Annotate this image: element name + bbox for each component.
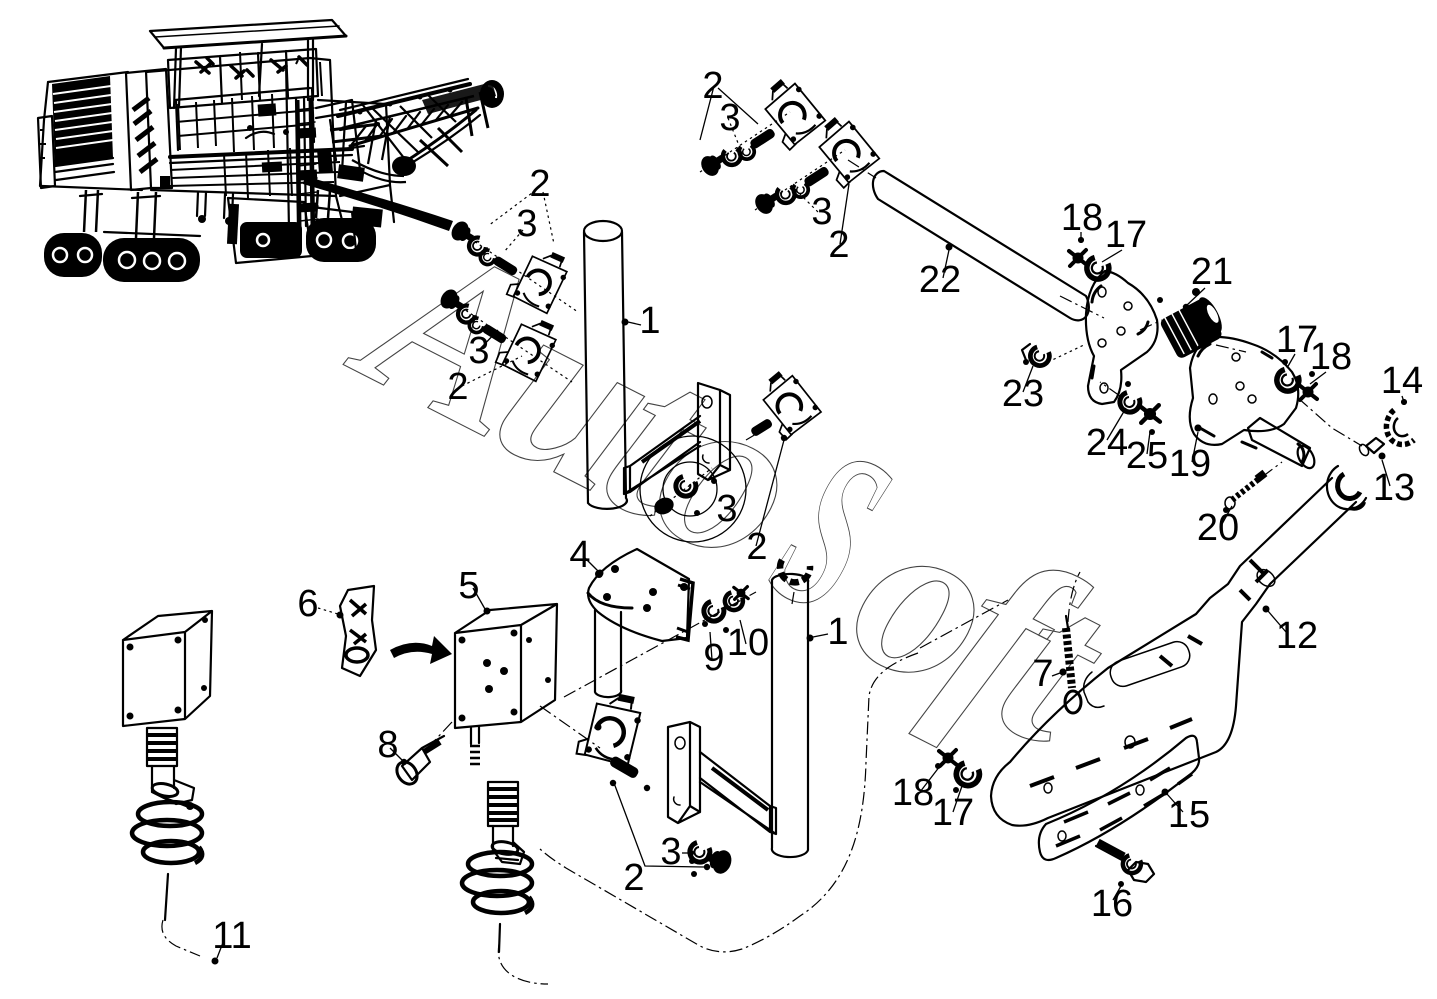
svg-text:24: 24 — [1086, 422, 1128, 464]
svg-text:9: 9 — [703, 637, 724, 679]
svg-text:3: 3 — [660, 831, 681, 873]
svg-text:3: 3 — [468, 330, 489, 372]
svg-text:17: 17 — [932, 792, 974, 834]
svg-text:1: 1 — [827, 611, 848, 653]
svg-text:12: 12 — [1276, 615, 1318, 657]
svg-text:22: 22 — [919, 259, 961, 301]
svg-text:3: 3 — [516, 203, 537, 245]
svg-text:23: 23 — [1002, 373, 1044, 415]
svg-text:2: 2 — [702, 65, 723, 107]
svg-text:2: 2 — [623, 857, 644, 899]
svg-text:1: 1 — [639, 300, 660, 342]
svg-text:18: 18 — [1310, 336, 1352, 378]
svg-text:10: 10 — [727, 622, 769, 664]
svg-text:3: 3 — [719, 97, 740, 139]
svg-text:2: 2 — [529, 163, 550, 205]
svg-text:20: 20 — [1197, 507, 1239, 549]
svg-text:8: 8 — [377, 724, 398, 766]
svg-text:19: 19 — [1169, 443, 1211, 485]
svg-text:11: 11 — [212, 915, 251, 957]
svg-text:15: 15 — [1168, 794, 1210, 836]
svg-text:7: 7 — [1032, 653, 1053, 695]
svg-text:21: 21 — [1191, 251, 1233, 293]
svg-text:13: 13 — [1373, 467, 1415, 509]
svg-text:16: 16 — [1091, 883, 1133, 925]
svg-text:3: 3 — [811, 191, 832, 233]
svg-text:6: 6 — [297, 583, 318, 625]
svg-text:5: 5 — [458, 565, 479, 607]
svg-text:25: 25 — [1126, 435, 1168, 477]
svg-text:2: 2 — [746, 526, 767, 568]
svg-text:2: 2 — [828, 224, 849, 266]
svg-text:18: 18 — [892, 772, 934, 814]
svg-text:18: 18 — [1061, 197, 1103, 239]
svg-text:4: 4 — [569, 534, 590, 576]
svg-text:14: 14 — [1381, 360, 1423, 402]
svg-text:2: 2 — [447, 366, 468, 408]
svg-text:17: 17 — [1276, 319, 1318, 361]
svg-text:17: 17 — [1105, 214, 1147, 256]
svg-text:3: 3 — [716, 488, 737, 530]
